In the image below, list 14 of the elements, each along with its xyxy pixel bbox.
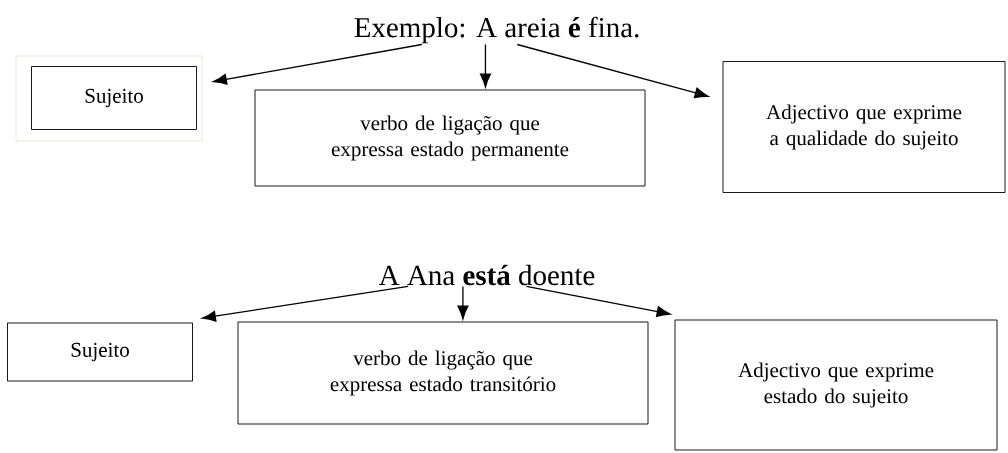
arrow bbox=[525, 285, 671, 318]
text-box: Sujeito bbox=[7, 322, 193, 382]
arrow bbox=[457, 285, 469, 320]
text-box: verbo de ligação que expressa estado permanente bbox=[254, 89, 646, 187]
arrow bbox=[201, 285, 409, 322]
text-box: verbo de ligação que expressa estado transitório bbox=[237, 321, 649, 425]
text-box: Sujeito bbox=[15, 55, 203, 142]
arrow bbox=[479, 43, 491, 88]
arrow bbox=[212, 43, 423, 85]
text-box: Adjectivo que exprime estado do sujeito bbox=[674, 319, 998, 451]
arrow bbox=[516, 43, 709, 99]
sentence-text: A Ana está doente bbox=[379, 264, 595, 286]
sentence-text: Exemplo: A areia é fina. bbox=[354, 16, 639, 44]
text-box: Adjectivo que exprime a qualidade do sujeito bbox=[722, 61, 1006, 193]
